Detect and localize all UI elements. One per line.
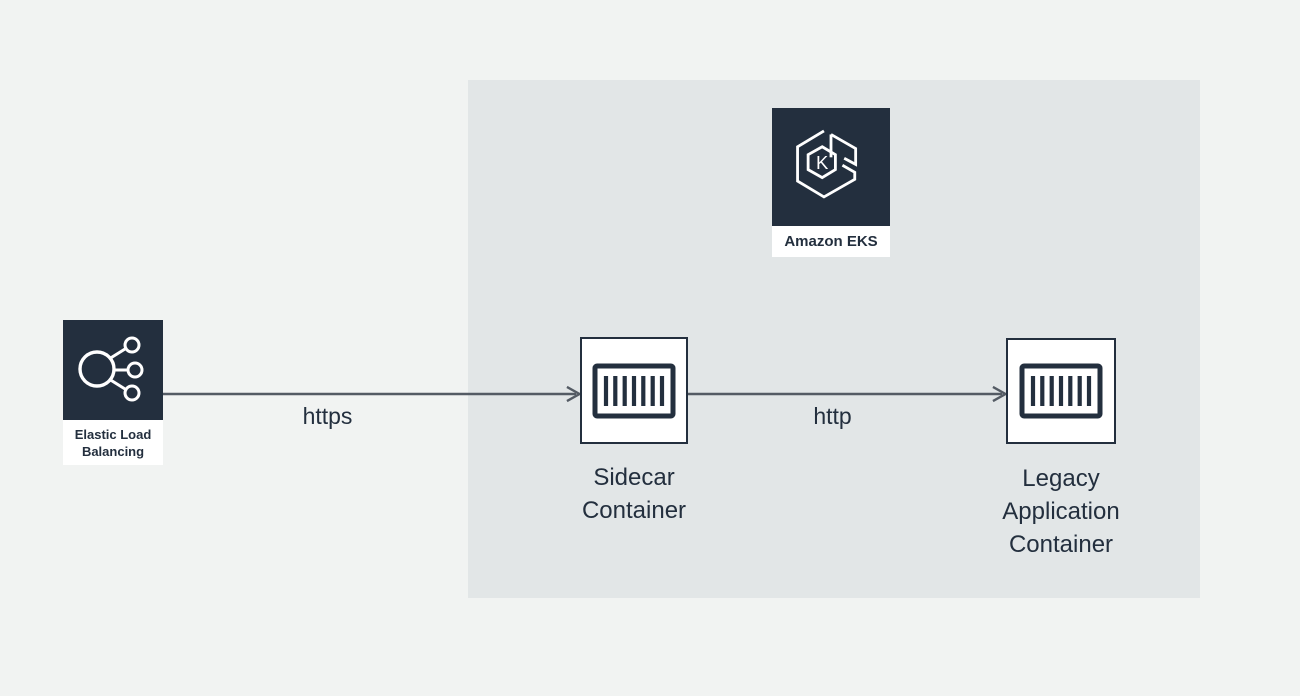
- eks-label: Amazon EKS: [772, 226, 890, 257]
- container-icon: [1019, 363, 1103, 419]
- elastic-load-balancing-icon: [63, 320, 163, 420]
- sidecar-container-label: Sidecar Container: [581, 464, 687, 524]
- eks-k-letter: K: [816, 152, 829, 173]
- sidecar-container-node: [580, 337, 688, 444]
- container-icon: [592, 363, 676, 418]
- edge-label-https: https: [302, 403, 353, 429]
- legacy-application-container-node: [1006, 338, 1116, 444]
- amazon-eks-icon: K: [772, 108, 890, 226]
- arrow-elb-to-sidecar: [163, 385, 582, 403]
- edge-label-http: http: [813, 403, 852, 429]
- amazon-eks-node: K Amazon EKS: [772, 108, 890, 257]
- elastic-load-balancing-node: Elastic Load Balancing: [63, 320, 163, 465]
- elb-label: Elastic Load Balancing: [63, 420, 163, 465]
- load-balancer-glyph: [78, 336, 144, 402]
- legacy-application-container-label: Legacy Application Container: [1002, 465, 1120, 558]
- eks-hexagon-glyph: K: [796, 129, 858, 199]
- arrow-sidecar-to-legacy: [688, 385, 1008, 403]
